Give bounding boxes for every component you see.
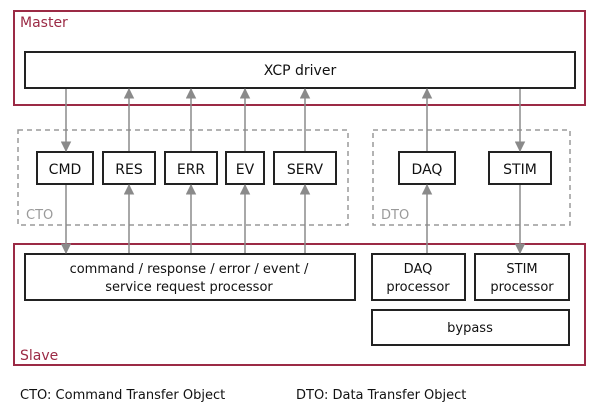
service-request-processor-box bbox=[24, 253, 356, 301]
dto-label: DTO bbox=[381, 208, 409, 223]
serv-label: SERV bbox=[287, 162, 324, 178]
stim-processor-line-1: STIM bbox=[506, 262, 537, 277]
master-label: Master bbox=[20, 15, 68, 31]
err-label: ERR bbox=[177, 162, 206, 178]
cto-group bbox=[17, 129, 349, 226]
ev-label: EV bbox=[236, 162, 255, 178]
stim-processor-line-2: processor bbox=[490, 280, 554, 295]
daq-box bbox=[398, 151, 456, 185]
stim-label: STIM bbox=[503, 162, 537, 178]
res-label: RES bbox=[115, 162, 143, 178]
daq-processor-line-1: DAQ bbox=[404, 262, 433, 277]
bypass-box bbox=[371, 309, 570, 346]
master-section bbox=[13, 10, 586, 106]
serv-box bbox=[273, 151, 337, 185]
cmd-box bbox=[36, 151, 94, 185]
dto-group bbox=[372, 129, 571, 226]
legend-cto: CTO: Command Transfer Object bbox=[20, 388, 225, 403]
legend-dto: DTO: Data Transfer Object bbox=[296, 388, 466, 403]
slave-label: Slave bbox=[20, 348, 58, 364]
daq-processor-box bbox=[371, 253, 466, 301]
err-box bbox=[164, 151, 218, 185]
processor-line-1: command / response / error / event / bbox=[70, 262, 309, 277]
stim-processor-box bbox=[474, 253, 570, 301]
ev-box bbox=[225, 151, 265, 185]
daq-processor-line-2: processor bbox=[386, 280, 450, 295]
processor-line-2: service request processor bbox=[105, 280, 273, 295]
daq-label: DAQ bbox=[412, 162, 443, 178]
res-box bbox=[102, 151, 156, 185]
bypass-label: bypass bbox=[447, 321, 493, 336]
xcp-driver-label: XCP driver bbox=[264, 63, 337, 79]
cmd-label: CMD bbox=[49, 162, 82, 178]
cto-label: CTO bbox=[26, 208, 53, 223]
slave-section bbox=[13, 243, 586, 366]
